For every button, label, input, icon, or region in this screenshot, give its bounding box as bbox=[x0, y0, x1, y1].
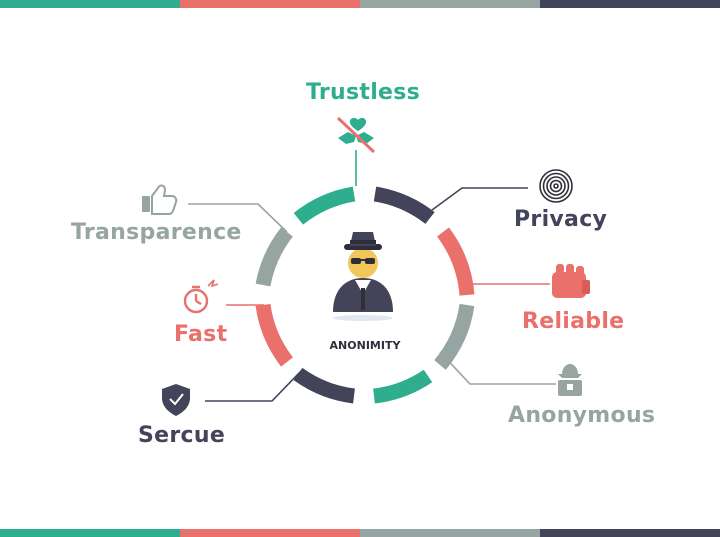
no-handshake-icon bbox=[336, 116, 376, 154]
connectors bbox=[188, 150, 556, 402]
hacker-icon bbox=[558, 364, 582, 396]
ring-arc-fast bbox=[255, 303, 294, 367]
label-privacy: Privacy bbox=[514, 207, 608, 232]
label-anonymous: Anonymous bbox=[508, 403, 656, 428]
ring-arc-trustless bbox=[293, 186, 356, 225]
strip-teal bbox=[0, 529, 180, 537]
fist-icon bbox=[552, 264, 590, 298]
strip-navy bbox=[540, 529, 720, 537]
label-reliable: Reliable bbox=[522, 309, 625, 334]
connector-anonymous bbox=[439, 351, 556, 385]
top-color-strip bbox=[0, 0, 720, 8]
connector-sercue bbox=[205, 369, 303, 402]
label-sercue: Sercue bbox=[138, 423, 226, 448]
connector-privacy bbox=[431, 187, 528, 211]
stopwatch-icon bbox=[183, 279, 219, 314]
label-trustless: Trustless bbox=[306, 80, 421, 105]
ring-arc-transparence bbox=[255, 227, 294, 287]
center-label: ANONIMITY bbox=[329, 339, 401, 352]
strip-coral bbox=[180, 529, 360, 537]
strip-navy bbox=[540, 0, 720, 8]
shield-check-icon bbox=[162, 384, 190, 416]
fingerprint-icon bbox=[539, 169, 573, 203]
spy-icon bbox=[333, 232, 393, 321]
strip-gray bbox=[360, 529, 540, 537]
label-transparence: Transparence bbox=[71, 220, 242, 245]
strip-gray bbox=[360, 0, 540, 8]
bottom-color-strip bbox=[0, 529, 720, 537]
ring-arc-anonymous bbox=[434, 303, 475, 370]
label-fast: Fast bbox=[174, 322, 228, 347]
ring bbox=[255, 186, 475, 404]
thumbs-up-icon bbox=[142, 184, 178, 215]
strip-teal bbox=[0, 0, 180, 8]
ring-arc-privacy bbox=[373, 186, 435, 225]
ring-arc-sercue bbox=[293, 367, 356, 404]
ring-arc-teal-bottom bbox=[372, 369, 433, 404]
strip-coral bbox=[180, 0, 360, 8]
ring-arc-reliable bbox=[436, 227, 475, 296]
connector-transparence bbox=[188, 203, 288, 233]
